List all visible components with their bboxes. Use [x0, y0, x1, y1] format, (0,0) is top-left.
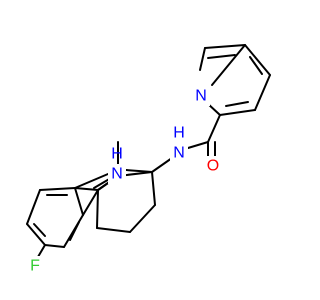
atom-carbonyl-o: O — [207, 158, 219, 175]
bond-benz-2 — [44, 244, 65, 248]
atom-pyridine-n: N — [195, 88, 207, 105]
atom-fluorine: F — [30, 258, 40, 275]
atom-amide-h: H — [173, 125, 185, 142]
bond-benz-4 — [26, 189, 41, 225]
atom-indole-n: N — [111, 166, 123, 183]
molecule-diagram: N O N H N H F — [26, 44, 271, 276]
bond-pyr-3 — [219, 109, 256, 116]
bond-benz-double-2 — [33, 223, 46, 237]
bond-benz-3 — [26, 223, 46, 246]
benzene-ring — [26, 187, 99, 248]
bond-carbonyl-n — [187, 141, 209, 149]
bond-pyr-double-1 — [249, 56, 263, 75]
structure-svg: N O N H N H F — [26, 44, 271, 276]
bond-pyr-double-3 — [207, 54, 236, 59]
atom-amide-n: N — [173, 145, 185, 162]
bond-pyr-5 — [204, 44, 246, 49]
label-bg-indole-n — [108, 164, 126, 184]
bond-pyr-carbonyl — [207, 114, 221, 143]
indole-n-bonds — [74, 169, 153, 189]
bond-pyr-4 — [211, 44, 246, 86]
bond-benz-6 — [74, 187, 99, 191]
label-bg-carbonyl-o — [204, 156, 222, 176]
bond-pyrrole-3 — [82, 189, 99, 216]
label-bg-pyridine-n — [192, 86, 210, 106]
bond-benz-double-3 — [69, 221, 80, 241]
atom-indole-h: H — [111, 146, 123, 163]
bond-n-ch — [151, 157, 173, 173]
pyridine-ring — [199, 44, 271, 143]
bond-pyr-double-2 — [225, 101, 249, 107]
bond-pyr-6 — [199, 47, 206, 71]
bond-cy-3 — [96, 227, 131, 233]
bond-benz-7 — [74, 187, 84, 216]
label-bg-fluorine — [26, 256, 44, 276]
bond-cy-1 — [151, 171, 156, 206]
bond-benz-5 — [39, 187, 76, 191]
bond-indole-n-left — [74, 173, 109, 189]
label-bg-amide-n — [170, 143, 188, 163]
bond-cy-4 — [96, 189, 99, 229]
bond-pyr-1 — [244, 44, 271, 76]
bond-indole-n-right — [125, 169, 153, 173]
bond-cy-2 — [129, 204, 156, 233]
bond-pyr-2 — [254, 74, 271, 111]
